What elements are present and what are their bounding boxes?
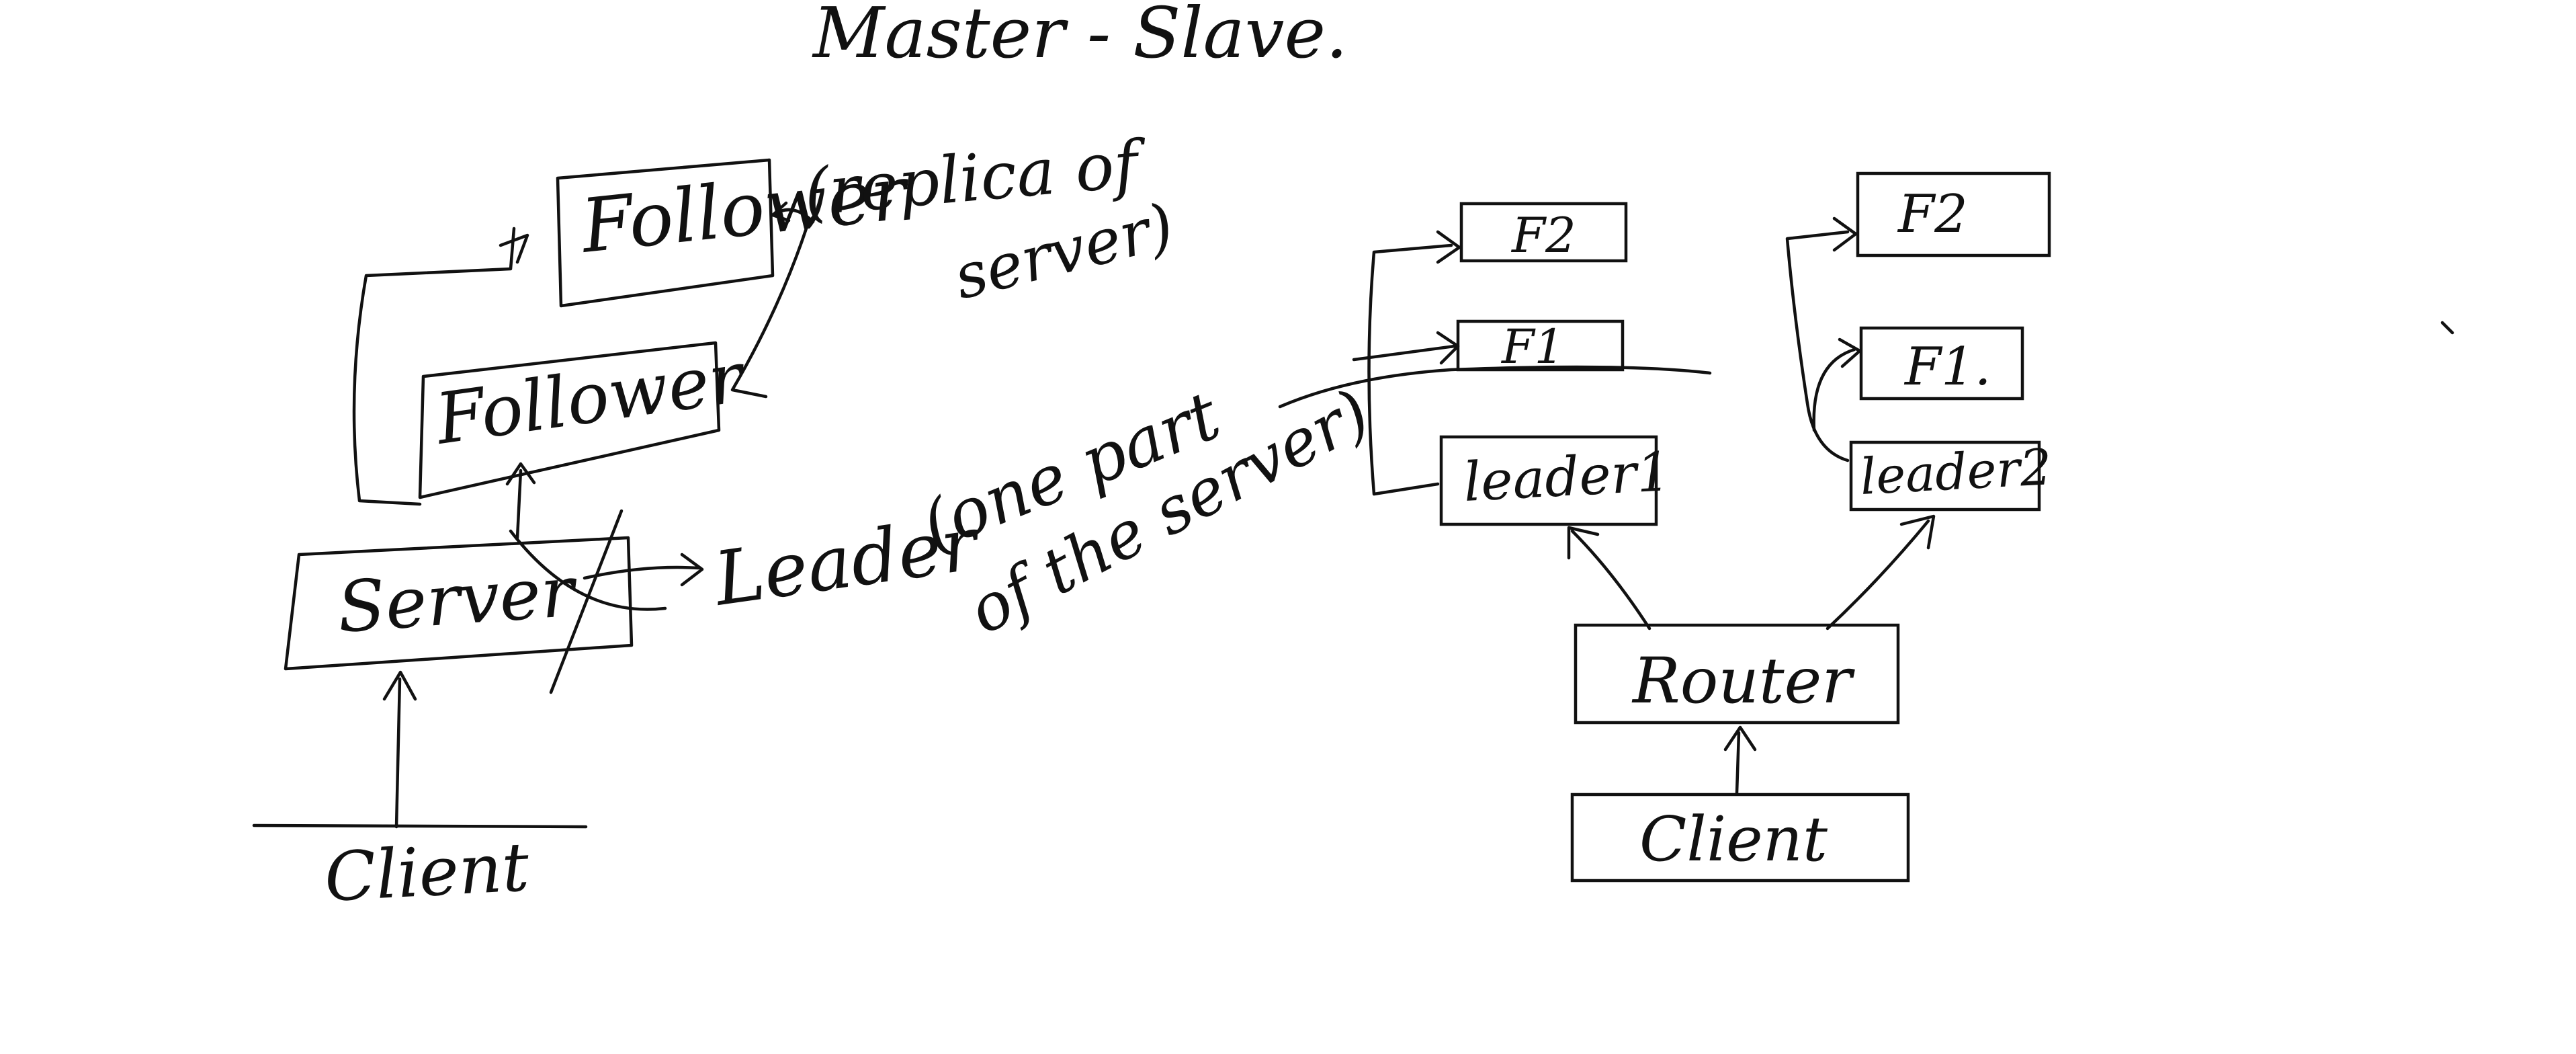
g2-f2-label: F2 [1897,184,1968,245]
right-client-box [1570,793,1910,883]
g1-f2-box [1459,202,1628,263]
follower-mid-label: Follower [430,335,751,460]
g2-to-f1-arrow-head [1838,337,1862,368]
leader-region-stroke [509,529,667,611]
diagram-title: Master - Slave. [812,0,1348,74]
router-label: Router [1631,645,1855,718]
g1-to-f1-arrow-head [1436,331,1460,365]
g2-leader-box [1849,440,2041,512]
router-to-leader1-arrow [1570,529,1651,631]
g2-to-f1-arrow [1812,348,1856,432]
replica-note-arrow-head [771,201,791,222]
client-line [252,823,588,829]
leader-arrow [583,565,701,580]
g1-f1-label: F1 [1500,319,1564,374]
server-to-follower-mid-arrow [515,469,523,540]
client-to-router-arrow-head [1723,725,1757,752]
follower-top-box [556,158,775,308]
router-to-leader2-arrow [1826,519,1930,631]
client-to-router-arrow [1735,731,1741,795]
leader-arrow-head [680,553,704,587]
server-to-follower-top-arrow-head [499,233,529,264]
right-client-label: Client [1639,803,1828,875]
g2-leader-label: leader2 [1858,438,2053,506]
g1-to-f2-arrow-head [1436,230,1461,264]
client-to-server-arrow-head [382,670,417,701]
g2-f2-box [1856,171,2051,257]
right-diagram: F2 F1 leader1 F2 F1. leader2 Router [1278,171,2053,883]
client-to-server-arrow [394,677,402,829]
stray-mark [2440,321,2454,335]
left-diagram: Follower (replica of server) Follower Se… [252,126,1382,917]
follower-mid-box [418,341,721,499]
g2-f1-label: F1. [1903,337,1991,397]
g1-bracket [1367,243,1453,496]
server-to-follower-mid-arrow-head [505,462,536,486]
g2-bracket [1785,230,1850,462]
client-label: Client [323,827,531,917]
g2-f1-box [1859,326,2024,401]
g1-leader-box [1439,435,1658,526]
g1-leader-label: leader1 [1462,440,1672,514]
g2-to-f2-arrow-head [1832,216,1858,252]
server-label: Server [335,550,580,649]
server-to-follower-top-arrow [352,227,516,506]
leader-region-cross [549,509,624,694]
router-to-leader1-arrow-head [1567,526,1600,560]
router-box [1574,623,1900,725]
g1-to-f1-arrow [1352,344,1457,362]
replica-note-arrow-2 [730,227,808,399]
server-box [284,536,634,671]
g1-f2-label: F2 [1510,207,1576,264]
router-to-leader2-arrow-head [1899,514,1936,550]
